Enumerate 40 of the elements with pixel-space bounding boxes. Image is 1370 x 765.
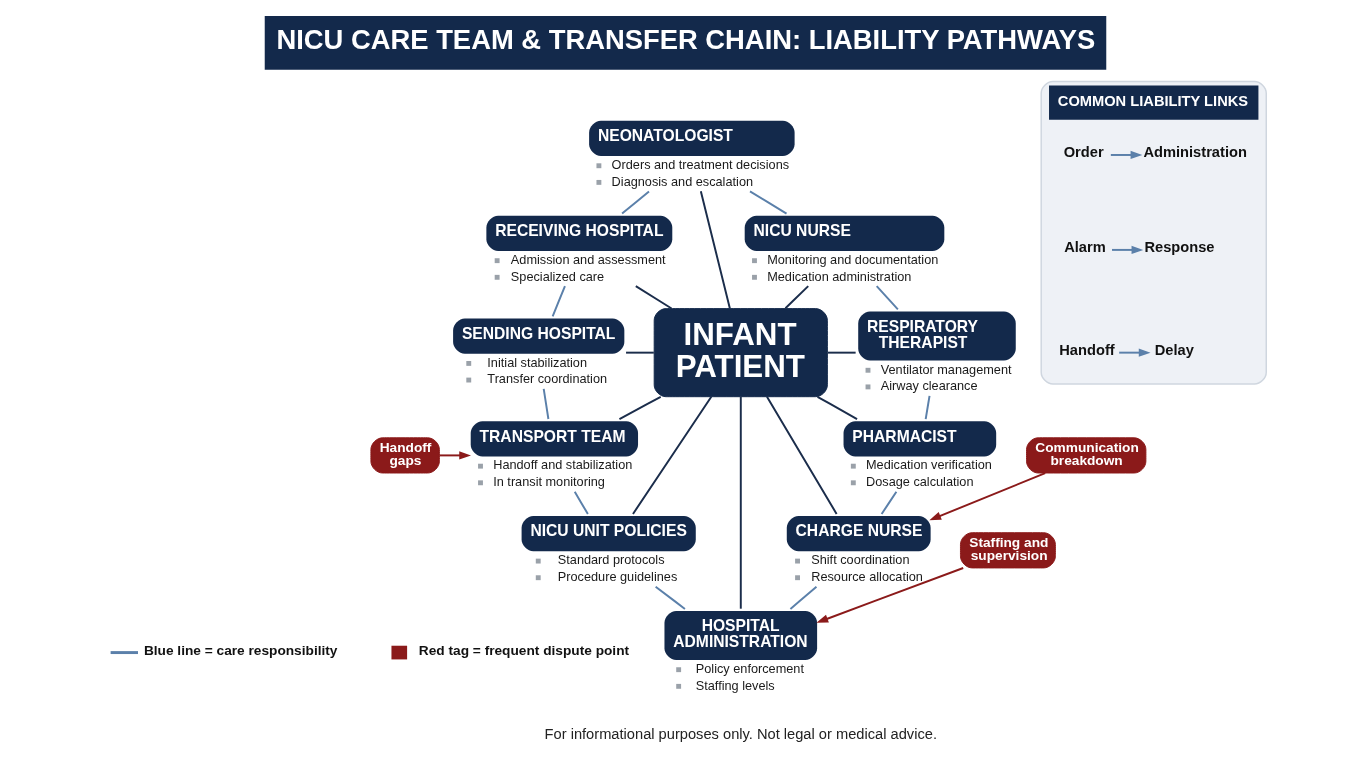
connector <box>634 285 673 310</box>
node-box: Staffing and supervision <box>959 532 1056 569</box>
connector <box>765 395 838 515</box>
connector <box>617 395 662 421</box>
connector <box>748 190 787 215</box>
legend-label: Red tag = frequent dispute point <box>418 643 629 659</box>
legend-label: Blue line = care responsibility <box>143 643 337 659</box>
node-box: INFANT PATIENT <box>653 308 828 398</box>
connector <box>631 395 712 515</box>
connector <box>826 351 857 354</box>
arrow <box>1117 348 1151 357</box>
connector <box>924 394 930 421</box>
connector <box>783 285 809 310</box>
connector <box>880 490 897 515</box>
connector <box>620 190 650 215</box>
arrow <box>437 451 471 460</box>
connector <box>654 585 686 610</box>
arrow <box>815 567 964 623</box>
node-text: Response <box>1143 239 1214 256</box>
node-box: Communication breakdown <box>1025 437 1146 474</box>
connector <box>573 490 589 515</box>
arrow <box>928 472 1046 521</box>
connector <box>739 395 742 610</box>
node-text: Delay <box>1154 342 1194 359</box>
arrow <box>1110 245 1143 255</box>
caption: For informational purposes only. Not legal or medical advice. <box>544 725 937 742</box>
node-text: Administration <box>1142 144 1247 161</box>
node-text: Order <box>1063 144 1104 161</box>
connector <box>875 285 899 311</box>
connector <box>816 395 858 421</box>
connector <box>699 190 731 310</box>
node-text: Handoff <box>1058 342 1115 359</box>
connector <box>788 585 817 610</box>
connector <box>542 387 549 420</box>
node-text: Alarm <box>1063 239 1106 256</box>
connector <box>551 285 566 318</box>
node-box: Handoff gaps <box>369 437 440 474</box>
arrow <box>1109 150 1142 160</box>
connector <box>624 351 655 354</box>
diagram-title: NICU CARE TEAM & TRANSFER CHAIN: LIABILITY PATHWAYS <box>275 24 1095 56</box>
